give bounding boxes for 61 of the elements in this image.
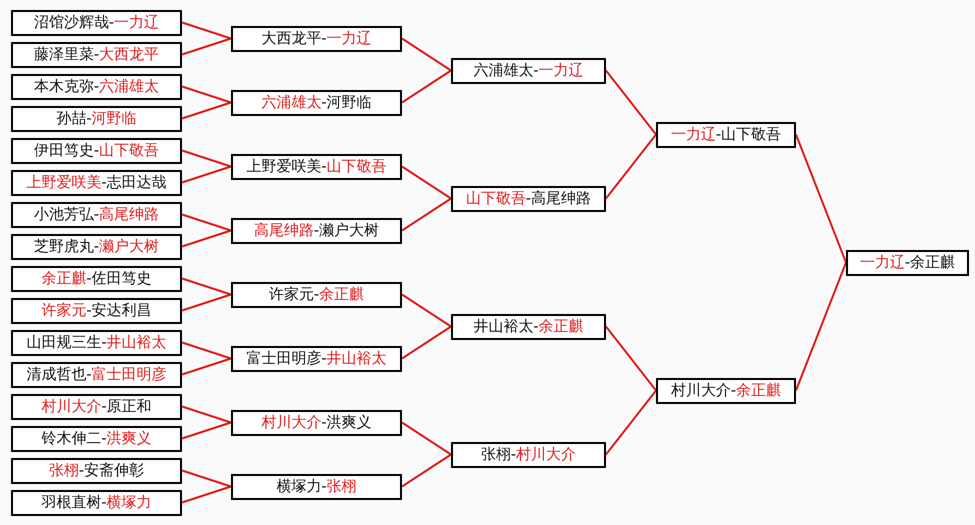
- connector-line: [401, 38, 452, 72]
- match-box: 六浦雄太-一力辽: [451, 58, 606, 84]
- match-box: 富士田明彦-井山裕太: [231, 346, 402, 372]
- connector-line: [182, 102, 232, 120]
- match-box: 高尾绅路-濑户大树: [231, 218, 402, 244]
- match-box: 上野爱咲美-山下敬吾: [231, 154, 402, 180]
- match-box: 村川大介-余正麒: [656, 378, 796, 404]
- match-box: 一力辽-山下敬吾: [656, 122, 796, 148]
- connector-line: [182, 86, 232, 104]
- match-box: 清成哲也-富士田明彦: [11, 362, 182, 388]
- connector-line: [401, 70, 452, 104]
- connector-line: [605, 70, 657, 136]
- match-box: 藤泽里菜-大西龙平: [11, 42, 182, 68]
- connector-line: [401, 294, 452, 328]
- match-box: 一力辽-余正麒: [846, 250, 969, 276]
- match-box: 山下敬吾-高尾绅路: [451, 186, 606, 212]
- match-box: 横塚力-张栩: [231, 474, 402, 500]
- connector-line: [605, 326, 657, 392]
- connector-line: [182, 230, 232, 248]
- connector-line: [401, 326, 452, 360]
- connector-line: [182, 214, 232, 232]
- match-box: 铃木伸二-洪爽义: [11, 426, 182, 452]
- connector-line: [401, 198, 452, 232]
- match-box: 村川大介-原正和: [11, 394, 182, 420]
- connector-line: [182, 166, 232, 184]
- connector-line: [795, 262, 847, 391]
- match-box: 张栩-安斋伸彰: [11, 458, 182, 484]
- match-box: 井山裕太-余正麒: [451, 314, 606, 340]
- match-box: 沼馆沙辉哉-一力辽: [11, 10, 182, 36]
- match-box: 孙喆-河野临: [11, 106, 182, 132]
- connector-line: [182, 470, 232, 488]
- connector-line: [182, 342, 232, 360]
- match-box: 伊田笃史-山下敬吾: [11, 138, 182, 164]
- match-box: 本木克弥-六浦雄太: [11, 74, 182, 100]
- connector-line: [401, 166, 452, 200]
- connector-line: [401, 454, 452, 488]
- match-box: 余正麒-佐田笃史: [11, 266, 182, 292]
- match-box: 六浦雄太-河野临: [231, 90, 402, 116]
- connector-line: [182, 358, 232, 376]
- connector-line: [182, 150, 232, 168]
- match-box: 许家元-安达利昌: [11, 298, 182, 324]
- connector-line: [182, 294, 232, 312]
- match-box: 芝野虎丸-濑户大树: [11, 234, 182, 260]
- match-box: 小池芳弘-高尾绅路: [11, 202, 182, 228]
- match-box: 许家元-余正麒: [231, 282, 402, 308]
- connector-line: [182, 278, 232, 296]
- connector-line: [182, 486, 232, 504]
- connector-line: [401, 422, 452, 456]
- match-box: 山田规三生-井山裕太: [11, 330, 182, 356]
- connector-line: [182, 422, 232, 440]
- connector-line: [795, 134, 847, 263]
- match-box: 村川大介-洪爽义: [231, 410, 402, 436]
- connector-line: [182, 22, 232, 40]
- connector-line: [182, 38, 232, 56]
- connector-line: [605, 134, 657, 200]
- connector-line: [605, 390, 657, 456]
- match-box: 张栩-村川大介: [451, 442, 606, 468]
- match-box: 羽根直树-横塚力: [11, 490, 182, 516]
- connector-line: [182, 406, 232, 424]
- match-box: 大西龙平-一力辽: [231, 26, 402, 52]
- match-box: 上野爱咲美-志田达哉: [11, 170, 182, 196]
